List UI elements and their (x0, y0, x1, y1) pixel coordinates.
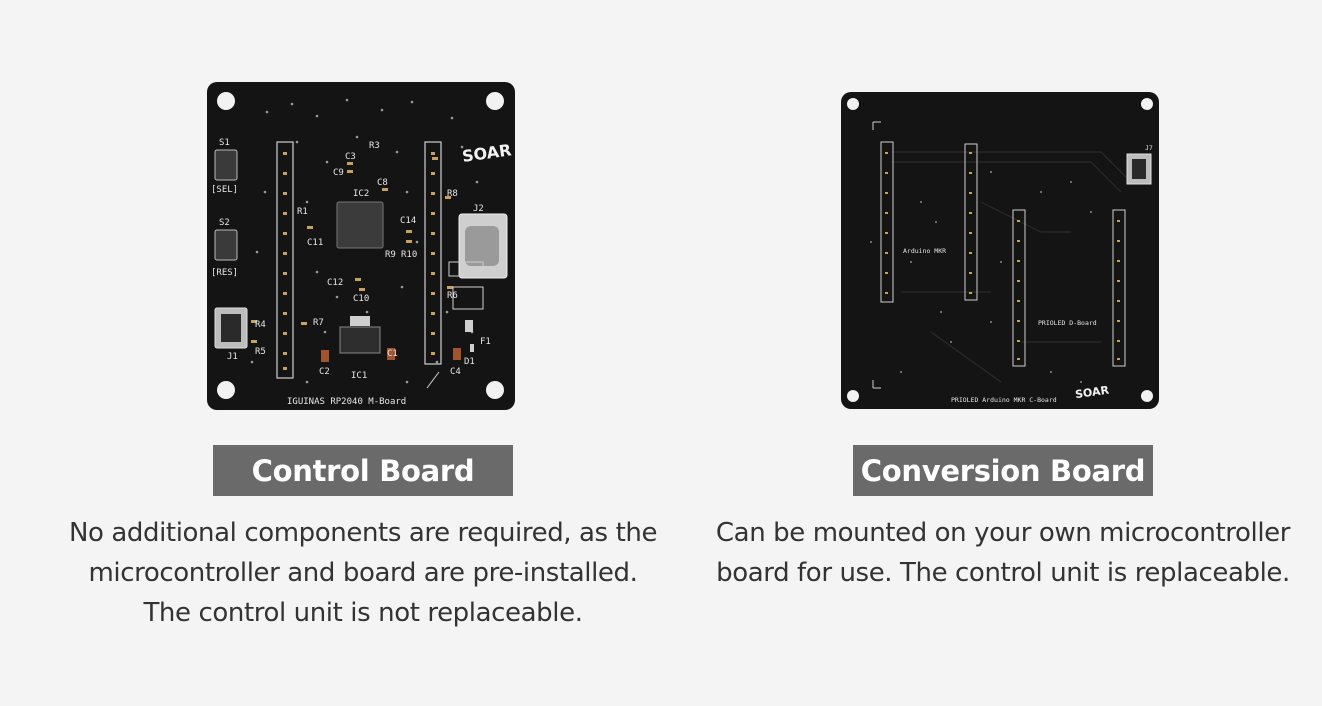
board-footer-label: PRIOLED Arduino MKR C-Board (951, 396, 1057, 404)
soar-logo: SOAR (1074, 383, 1110, 401)
diode-d1 (470, 344, 474, 352)
label-sel: [SEL] (211, 185, 238, 195)
label-r5: R5 (255, 347, 266, 357)
control-board-image: S1 [SEL] S2 [RES] J1 J2 R1 R3 R4 R5 R6 R… (207, 82, 515, 410)
label-c14: C14 (400, 216, 416, 226)
label-r9: R9 (385, 250, 396, 260)
vias (250, 98, 479, 384)
mount-hole (217, 381, 235, 399)
connector-j7-slot (1132, 159, 1146, 179)
label-r1: R1 (297, 207, 308, 217)
label-j1: J1 (227, 352, 238, 362)
traces (891, 151, 1132, 383)
label-ic1: IC1 (351, 371, 367, 381)
silk-corner (872, 121, 881, 130)
conversion-board-section: Arduino MKR PRIOLED D-Board J7 PRIOLED A… (703, 0, 1303, 706)
regulator-tab (350, 316, 370, 326)
label-arduino-mkr: Arduino MKR (903, 247, 946, 255)
fuse-f1 (465, 320, 473, 332)
label-c10: C10 (353, 294, 369, 304)
mcu-chip-ic2 (336, 201, 384, 249)
conversion-board-description: Can be mounted on your own microcontroll… (715, 518, 1291, 588)
mount-hole (1141, 98, 1153, 110)
pin-header-left (276, 141, 294, 379)
conversion-board-caption: Conversion Board (853, 445, 1153, 496)
mkr-header-right (964, 143, 978, 301)
label-c11: C11 (307, 238, 323, 248)
mount-hole (486, 92, 504, 110)
label-r8: R8 (447, 189, 458, 199)
label-c8: C8 (377, 178, 388, 188)
label-j2: J2 (473, 204, 484, 214)
label-c4: C4 (450, 367, 461, 377)
capacitor-c4 (453, 348, 461, 360)
label-s1: S1 (219, 138, 230, 148)
mount-hole (486, 381, 504, 399)
switch-sel (214, 149, 238, 181)
usb-c-port (465, 226, 499, 266)
label-s2: S2 (219, 218, 230, 228)
mount-hole (847, 98, 859, 110)
control-board-section: S1 [SEL] S2 [RES] J1 J2 R1 R3 R4 R5 R6 R… (63, 0, 663, 706)
control-board-caption: Control Board (213, 445, 513, 496)
label-c12: C12 (327, 278, 343, 288)
pin-header-right (424, 141, 442, 365)
label-r6: R6 (447, 291, 458, 301)
d-board-header-left (1012, 209, 1026, 367)
capacitor-c1 (387, 348, 395, 360)
capacitor-c2 (321, 350, 329, 362)
label-f1: F1 (480, 337, 491, 347)
label-r7: R7 (313, 318, 324, 328)
control-board-description: No additional components are required, a… (68, 518, 658, 628)
label-c1: C1 (387, 349, 398, 359)
conversion-board-image: Arduino MKR PRIOLED D-Board J7 PRIOLED A… (841, 92, 1159, 409)
switch-res (214, 229, 238, 261)
vias (870, 171, 1092, 383)
label-j7: J7 (1145, 144, 1153, 152)
mount-hole (1141, 390, 1153, 402)
label-r4: R4 (255, 320, 266, 330)
mkr-header-left (880, 141, 894, 303)
header-pins (885, 152, 1120, 360)
board-footer-label: IGUINAS RP2040 M-Board (287, 397, 406, 407)
label-res: [RES] (211, 268, 238, 278)
label-ic2: IC2 (353, 189, 369, 199)
label-c9: C9 (333, 168, 344, 178)
control-board-pcb: S1 [SEL] S2 [RES] J1 J2 R1 R3 R4 R5 R6 R… (211, 92, 513, 407)
silk-corner (872, 380, 881, 389)
d-board-header-right (1112, 209, 1126, 367)
header-pins (283, 152, 435, 370)
passive-components (251, 157, 453, 343)
jumper-grid (452, 286, 484, 310)
silk-line (426, 371, 440, 389)
regulator-ic1 (339, 326, 381, 354)
label-r3: R3 (369, 141, 380, 151)
jumper-pads (448, 261, 484, 277)
label-c3: C3 (345, 152, 356, 162)
label-d-board: PRIOLED D-Board (1038, 319, 1097, 327)
mount-hole (847, 390, 859, 402)
conversion-board-pcb: Arduino MKR PRIOLED D-Board J7 PRIOLED A… (847, 98, 1153, 404)
label-c2: C2 (319, 367, 330, 377)
mount-hole (217, 92, 235, 110)
label-r10: R10 (401, 250, 417, 260)
label-d1: D1 (464, 357, 475, 367)
soar-logo: SOAR (461, 140, 513, 166)
connector-j1-slot (221, 314, 241, 342)
